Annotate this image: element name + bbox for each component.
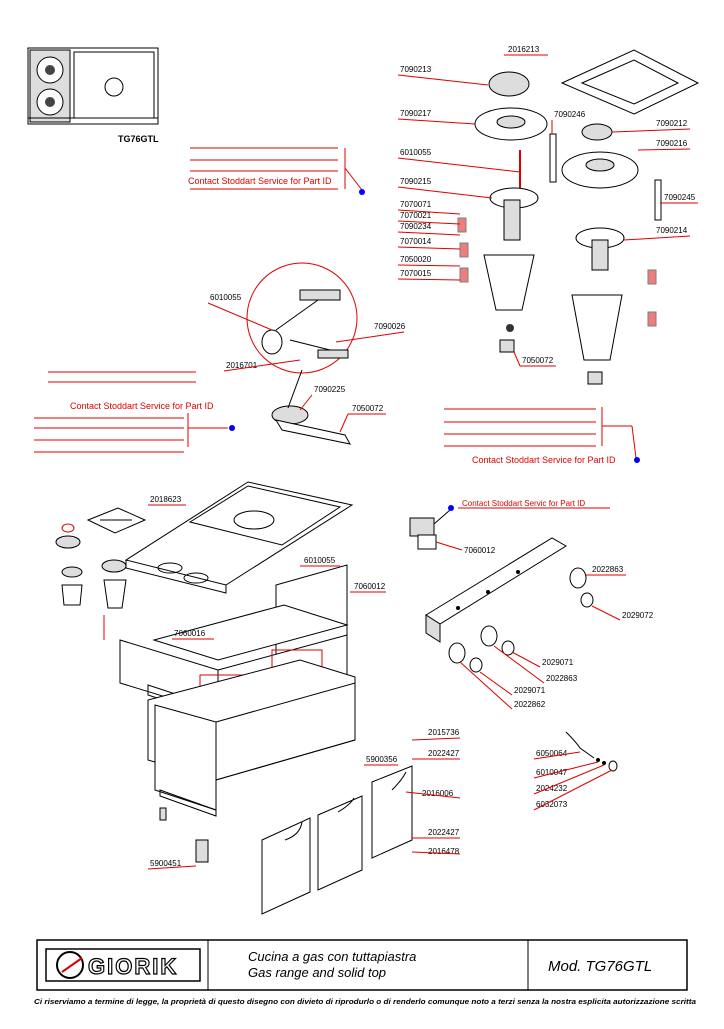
label-2016478: 2016478 bbox=[428, 847, 460, 856]
pan-support-grate bbox=[560, 49, 700, 115]
label-2018623: 2018623 bbox=[150, 495, 182, 504]
label-7060012-b: 7060012 bbox=[464, 546, 496, 555]
label-7050072-a: 7050072 bbox=[522, 356, 554, 365]
label-7050072-b: 7050072 bbox=[352, 404, 384, 413]
label-7060016: 7060016 bbox=[174, 629, 206, 638]
label-5900356: 5900356 bbox=[366, 755, 398, 764]
label-2029072: 2029072 bbox=[622, 611, 654, 620]
label-2022862: 2022862 bbox=[514, 700, 546, 709]
label-7070015: 7070015 bbox=[400, 269, 432, 278]
contact-block-top-left: Contact Stoddart Service for Part ID bbox=[188, 147, 365, 195]
burner-stack-left bbox=[55, 523, 127, 640]
label-2029071-a: 2029071 bbox=[542, 658, 574, 667]
label-2022427-b: 2022427 bbox=[428, 828, 460, 837]
label-7090217: 7090217 bbox=[400, 109, 432, 118]
contact-label-mid-left: Contact Stoddart Service for Part ID bbox=[70, 401, 214, 411]
label-7090216: 7090216 bbox=[656, 139, 688, 148]
label-7090225: 7090225 bbox=[314, 385, 346, 394]
model-number: Mod. TG76GTL bbox=[548, 958, 652, 975]
title-english: Gas range and solid top bbox=[248, 965, 386, 980]
detail-circle-ignition bbox=[246, 262, 358, 374]
foot bbox=[195, 839, 209, 863]
label-7060012-a: 7060012 bbox=[354, 582, 386, 591]
label-7090234: 7090234 bbox=[400, 222, 432, 231]
label-2022427-a: 2022427 bbox=[428, 749, 460, 758]
label-7090212: 7090212 bbox=[656, 119, 688, 128]
label-2029071-b: 2029071 bbox=[514, 686, 546, 695]
label-7090026: 7090026 bbox=[374, 322, 406, 331]
label-2016701: 2016701 bbox=[226, 361, 258, 370]
part-labels: 2016213 7090213 7090217 7090246 7090212 … bbox=[147, 45, 698, 870]
contact-label-valve: Contact Stoddart Servic for Part ID bbox=[462, 499, 585, 508]
company-logo: GIORIK bbox=[88, 954, 178, 979]
title-block: GIORIK Cucina a gas con tuttapiastra Gas… bbox=[36, 939, 688, 991]
footer-copyright-note: Ci riserviamo a termine di legge, la pro… bbox=[34, 997, 696, 1006]
control-panel-rail bbox=[425, 537, 567, 643]
label-7070021: 7070021 bbox=[400, 211, 432, 220]
label-7090246: 7090246 bbox=[554, 110, 586, 119]
doors bbox=[261, 765, 413, 915]
burner-assembly-right bbox=[561, 123, 662, 385]
label-2022863-a: 2022863 bbox=[592, 565, 624, 574]
label-5900451: 5900451 bbox=[150, 859, 182, 868]
thermocouple-kit bbox=[565, 731, 618, 772]
range-thumbnail: TG76GTL bbox=[27, 47, 159, 144]
contact-block-right: Contact Stoddart Service for Part ID bbox=[444, 407, 640, 465]
label-7090213: 7090213 bbox=[400, 65, 432, 74]
label-6010047: 6010047 bbox=[536, 768, 568, 777]
label-6010055-c: 6010055 bbox=[304, 556, 336, 565]
label-2015736: 2015736 bbox=[428, 728, 460, 737]
title-italian: Cucina a gas con tuttapiastra bbox=[248, 949, 416, 964]
contact-label-right: Contact Stoddart Service for Part ID bbox=[472, 455, 616, 465]
label-2024232: 2024232 bbox=[536, 784, 568, 793]
burner-body-small bbox=[271, 369, 351, 445]
contact-label-top-left: Contact Stoddart Service for Part ID bbox=[188, 176, 332, 186]
range-base-cabinet bbox=[147, 659, 356, 821]
grate-small bbox=[86, 507, 147, 534]
label-6032073: 6032073 bbox=[536, 800, 568, 809]
label-7090215: 7090215 bbox=[400, 177, 432, 186]
burner-assembly-left bbox=[457, 71, 557, 353]
label-7070071: 7070071 bbox=[400, 200, 432, 209]
label-7090214: 7090214 bbox=[656, 226, 688, 235]
contact-block-mid-left: Contact Stoddart Service for Part ID bbox=[34, 371, 235, 453]
thumbnail-model-label: TG76GTL bbox=[118, 134, 159, 144]
label-6050064: 6050064 bbox=[536, 749, 568, 758]
knobs-and-bezels bbox=[448, 567, 594, 673]
range-top-plate bbox=[124, 481, 354, 594]
gas-valve: Contact Stoddart Servic for Part ID bbox=[409, 499, 610, 550]
label-7070014: 7070014 bbox=[400, 237, 432, 246]
label-2022863-b: 2022863 bbox=[546, 674, 578, 683]
label-7050020: 7050020 bbox=[400, 255, 432, 264]
label-7090245: 7090245 bbox=[664, 193, 696, 202]
label-2016213: 2016213 bbox=[508, 45, 540, 54]
label-6010055-b: 6010055 bbox=[210, 293, 242, 302]
label-2016006: 2016006 bbox=[422, 789, 454, 798]
label-6010055-a: 6010055 bbox=[400, 148, 432, 157]
